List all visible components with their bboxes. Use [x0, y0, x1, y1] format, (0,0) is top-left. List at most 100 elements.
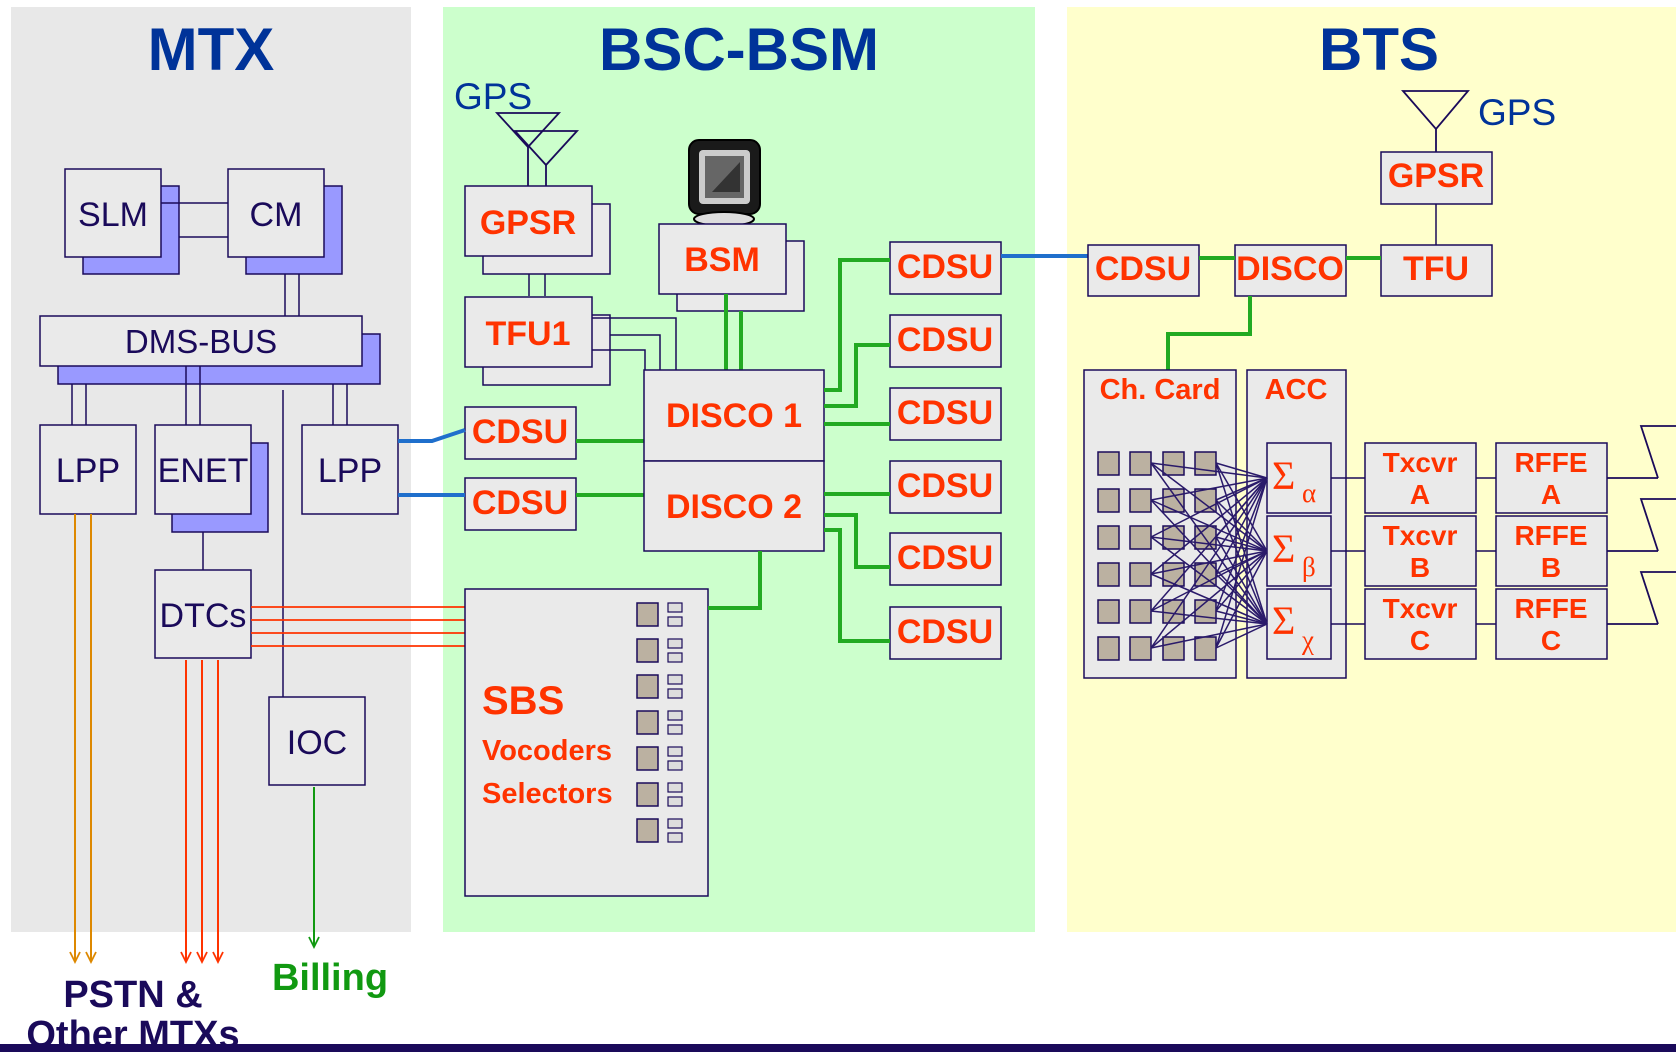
cdsu-r6-label: CDSU	[897, 613, 993, 651]
disco2-box	[643, 460, 825, 552]
channel-element-chip	[1129, 562, 1152, 587]
lpp-right-box	[301, 424, 399, 515]
cdsu-r4-label: CDSU	[897, 467, 993, 505]
channel-element-chip	[1162, 488, 1185, 513]
bsm-label: BSM	[684, 241, 760, 279]
sbs-card-led	[667, 688, 683, 699]
billing-label: Billing	[272, 957, 388, 999]
cdsu-r5-label: CDSU	[897, 539, 993, 577]
tfu1-box	[464, 296, 593, 368]
dtcs-label: DTCs	[160, 597, 247, 635]
txcvr-c-label: Txcvr	[1383, 593, 1458, 624]
channel-element-chip	[1129, 636, 1152, 661]
crosslink-line	[1150, 550, 1268, 612]
txcvr-c-sector: C	[1410, 625, 1430, 656]
cdsu-r2-label: CDSU	[897, 321, 993, 359]
sbs-card-slot	[636, 638, 659, 663]
sbs-card-led	[667, 832, 683, 843]
channel-element-chip	[1097, 488, 1120, 513]
sbs-card-led	[667, 616, 683, 627]
sbs-card-led	[667, 782, 683, 793]
vocoders-label: Vocoders	[482, 735, 612, 767]
cdsu-a-box	[464, 406, 577, 460]
rffe-a-box	[1495, 442, 1608, 514]
channel-element-chip	[1162, 451, 1185, 476]
crosslink-line	[1150, 477, 1268, 501]
sigma-chi-symbol: Σ	[1272, 598, 1295, 643]
crosslink-line	[1150, 550, 1268, 649]
monitor-icon	[688, 139, 761, 227]
lpp-cdsu-a-link	[398, 428, 466, 443]
sbs-card-slot	[636, 602, 659, 627]
tfu1-label: TFU1	[486, 315, 571, 353]
dtcs-box	[154, 569, 252, 659]
ioc-label: IOC	[287, 724, 347, 762]
sbs-card-slot	[636, 746, 659, 771]
txcvr-a-label: Txcvr	[1383, 447, 1458, 478]
disco1-label: DISCO 1	[666, 397, 802, 435]
bts-cdsu-box	[1087, 244, 1200, 297]
lpp-right-label: LPP	[318, 452, 382, 490]
crosslink-line	[1150, 477, 1268, 538]
sigma-chi-sub: χ	[1301, 625, 1314, 655]
bottom-bar	[0, 1044, 1676, 1052]
pstn-orange-arrowhead-2	[85, 951, 97, 965]
rffe-b-label: RFFE	[1514, 520, 1587, 551]
sigma-alpha-box	[1266, 442, 1332, 514]
channel-element-chip	[1194, 636, 1217, 661]
sbs-card-slot	[636, 818, 659, 843]
pstn-red-arrowhead-2	[196, 951, 208, 965]
cdsu-b-label: CDSU	[472, 484, 568, 522]
cm-box	[227, 168, 325, 258]
crosslink-line	[1215, 550, 1268, 612]
bsc-gpsr-label: GPSR	[480, 204, 576, 242]
channel-element-chip	[1097, 451, 1120, 476]
cdsu-r3-box	[889, 387, 1002, 441]
txcvr-b-sector: B	[1410, 552, 1430, 583]
crosslink-line	[1215, 477, 1268, 575]
rffe-c-box	[1495, 588, 1608, 660]
mtx-title: MTX	[148, 16, 275, 83]
dms-bus-box	[39, 315, 363, 367]
sbs-card-led	[667, 710, 683, 721]
ioc-box	[268, 696, 366, 786]
ch-card-label: Ch. Card	[1100, 374, 1221, 406]
channel-element-chip	[1097, 636, 1120, 661]
rffe-c-sector: C	[1541, 625, 1561, 656]
sbs-card-led	[667, 602, 683, 613]
sigma-alpha-symbol: Σ	[1272, 453, 1295, 498]
pstn-label-line1: PSTN &	[63, 974, 202, 1016]
disco2-label: DISCO 2	[666, 488, 802, 526]
bts-gpsr-label: GPSR	[1388, 157, 1484, 195]
disco1-box	[643, 369, 825, 462]
ch-card-box	[1083, 369, 1237, 679]
crosslink-line	[1150, 623, 1268, 649]
sbs-card-led	[667, 652, 683, 663]
chip-sigma-crosslinks	[1150, 462, 1268, 649]
bts-gpsr-box	[1380, 151, 1493, 205]
sbs-card-column	[636, 602, 683, 843]
crosslink-line	[1215, 610, 1268, 625]
sbs-card-led	[667, 724, 683, 735]
crosslink-line	[1215, 462, 1268, 479]
bts-tfu-label: TFU	[1403, 250, 1469, 288]
rffe-c-label: RFFE	[1514, 593, 1587, 624]
cdsu-b-box	[464, 477, 577, 531]
cdsu-r3-label: CDSU	[897, 394, 993, 432]
cdsu-r1-label: CDSU	[897, 248, 993, 286]
channel-element-chip	[1129, 525, 1152, 550]
sbs-card-led	[667, 818, 683, 829]
tfu1-disco1-link-1	[592, 317, 677, 370]
rffe-b-sector: B	[1541, 552, 1561, 583]
cdsu-r5-box	[889, 532, 1002, 586]
cdsu-a-label: CDSU	[472, 413, 568, 451]
txcvr-b-box	[1364, 515, 1477, 587]
bts-disco-label: DISCO	[1236, 250, 1344, 288]
channel-element-chip	[1162, 636, 1185, 661]
bts-group: GPS GPSR TFU CDSU DISCO Ch. Card ACC Σ α…	[1083, 90, 1676, 679]
crosslink-line	[1150, 610, 1268, 625]
crosslink-line	[1215, 550, 1268, 649]
bts-tfu-box	[1380, 244, 1493, 297]
sbs-card-led	[667, 638, 683, 649]
